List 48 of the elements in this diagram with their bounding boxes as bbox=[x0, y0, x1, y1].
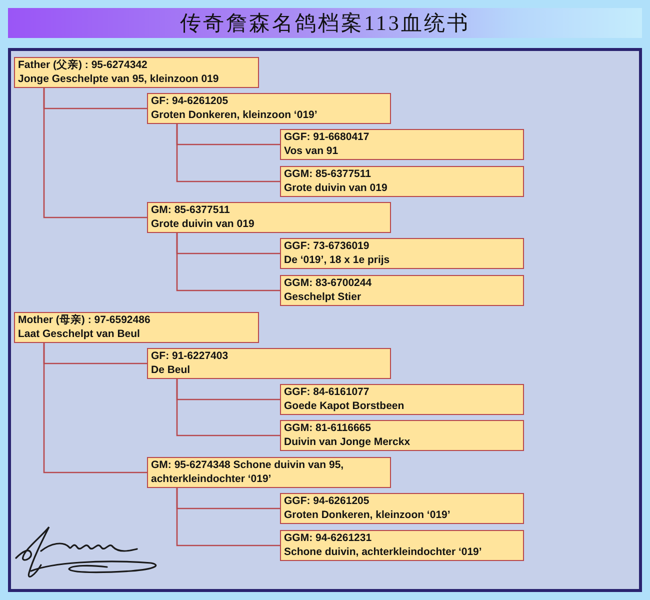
pigeon-name: De ‘019’, 18 x 1e prijs bbox=[284, 254, 391, 267]
pigeon-name: Vos van 91 bbox=[284, 144, 340, 158]
pedigree-box bbox=[280, 384, 524, 415]
connector-line bbox=[43, 343, 147, 474]
pigeon-name: De Beul bbox=[151, 364, 192, 377]
pedigree-box bbox=[280, 129, 524, 160]
pedigree-box bbox=[147, 202, 391, 233]
pigeon-name: Jonge Geschelpte van 95, kleinzoon 019 bbox=[18, 72, 220, 86]
connector-line bbox=[43, 88, 147, 218]
ring-number: GGF: 84-6161077 bbox=[284, 386, 370, 400]
connector-line bbox=[176, 488, 280, 546]
pigeon-name: Grote duivin van 019 bbox=[151, 218, 256, 231]
pigeon-name: Geschelpt Stier bbox=[284, 290, 362, 304]
ring-number: GF: 94-6261205 bbox=[151, 95, 230, 108]
pigeon-name: Grote duivin van 019 bbox=[284, 182, 388, 195]
pigeon-name: Groten Donkeren, kleinzoon ‘019’ bbox=[151, 108, 318, 122]
ring-number: Mother (母亲) : 97-6592486 bbox=[18, 314, 152, 328]
pedigree-box bbox=[280, 275, 524, 306]
pigeon-name: Groten Donkeren, kleinzoon ‘019’ bbox=[284, 508, 452, 522]
pedigree-box bbox=[280, 238, 524, 269]
pedigree-box bbox=[147, 348, 391, 379]
ring-number: GGF: 73-6736019 bbox=[284, 240, 370, 254]
pigeon-name: Goede Kapot Borstbeen bbox=[284, 400, 406, 413]
connector-line bbox=[176, 233, 280, 292]
pedigree-box bbox=[147, 93, 391, 124]
ring-number: GGM: 85-6377511 bbox=[284, 168, 372, 182]
ring-number: GM: 85-6377511 bbox=[151, 204, 231, 218]
connector-line bbox=[176, 379, 280, 436]
connector-line bbox=[176, 124, 280, 182]
pigeon-name: Schone duivin, achterkleindochter ‘019’ bbox=[284, 546, 483, 559]
title-banner: 传奇詹森名鸽档案113血统书 bbox=[8, 8, 642, 38]
pigeon-entry: GM: 95-6274348 Schone duivin van 95, achterkleindochter ‘019’ bbox=[151, 459, 345, 486]
ring-number: GGM: 81-6116665 bbox=[284, 422, 372, 436]
ring-number: GGF: 91-6680417 bbox=[284, 131, 370, 144]
pedigree-box bbox=[14, 312, 259, 343]
pedigree-box bbox=[280, 420, 524, 451]
ring-number: GGM: 94-6261231 bbox=[284, 532, 373, 546]
pedigree-box bbox=[14, 57, 259, 88]
pigeon-name: Duivin van Jonge Merckx bbox=[284, 436, 412, 449]
ring-number: Father (父亲) : 95-6274342 bbox=[18, 59, 148, 72]
ring-number: GGF: 94-6261205 bbox=[284, 495, 370, 508]
ring-number: GF: 91-6227403 bbox=[151, 350, 230, 364]
pedigree-box bbox=[280, 166, 524, 197]
pigeon-name: Laat Geschelpt van Beul bbox=[18, 328, 141, 341]
ring-number: GGM: 83-6700244 bbox=[284, 277, 373, 290]
pedigree-box bbox=[280, 530, 524, 561]
pedigree-box bbox=[147, 457, 391, 488]
pedigree-box bbox=[280, 493, 524, 524]
